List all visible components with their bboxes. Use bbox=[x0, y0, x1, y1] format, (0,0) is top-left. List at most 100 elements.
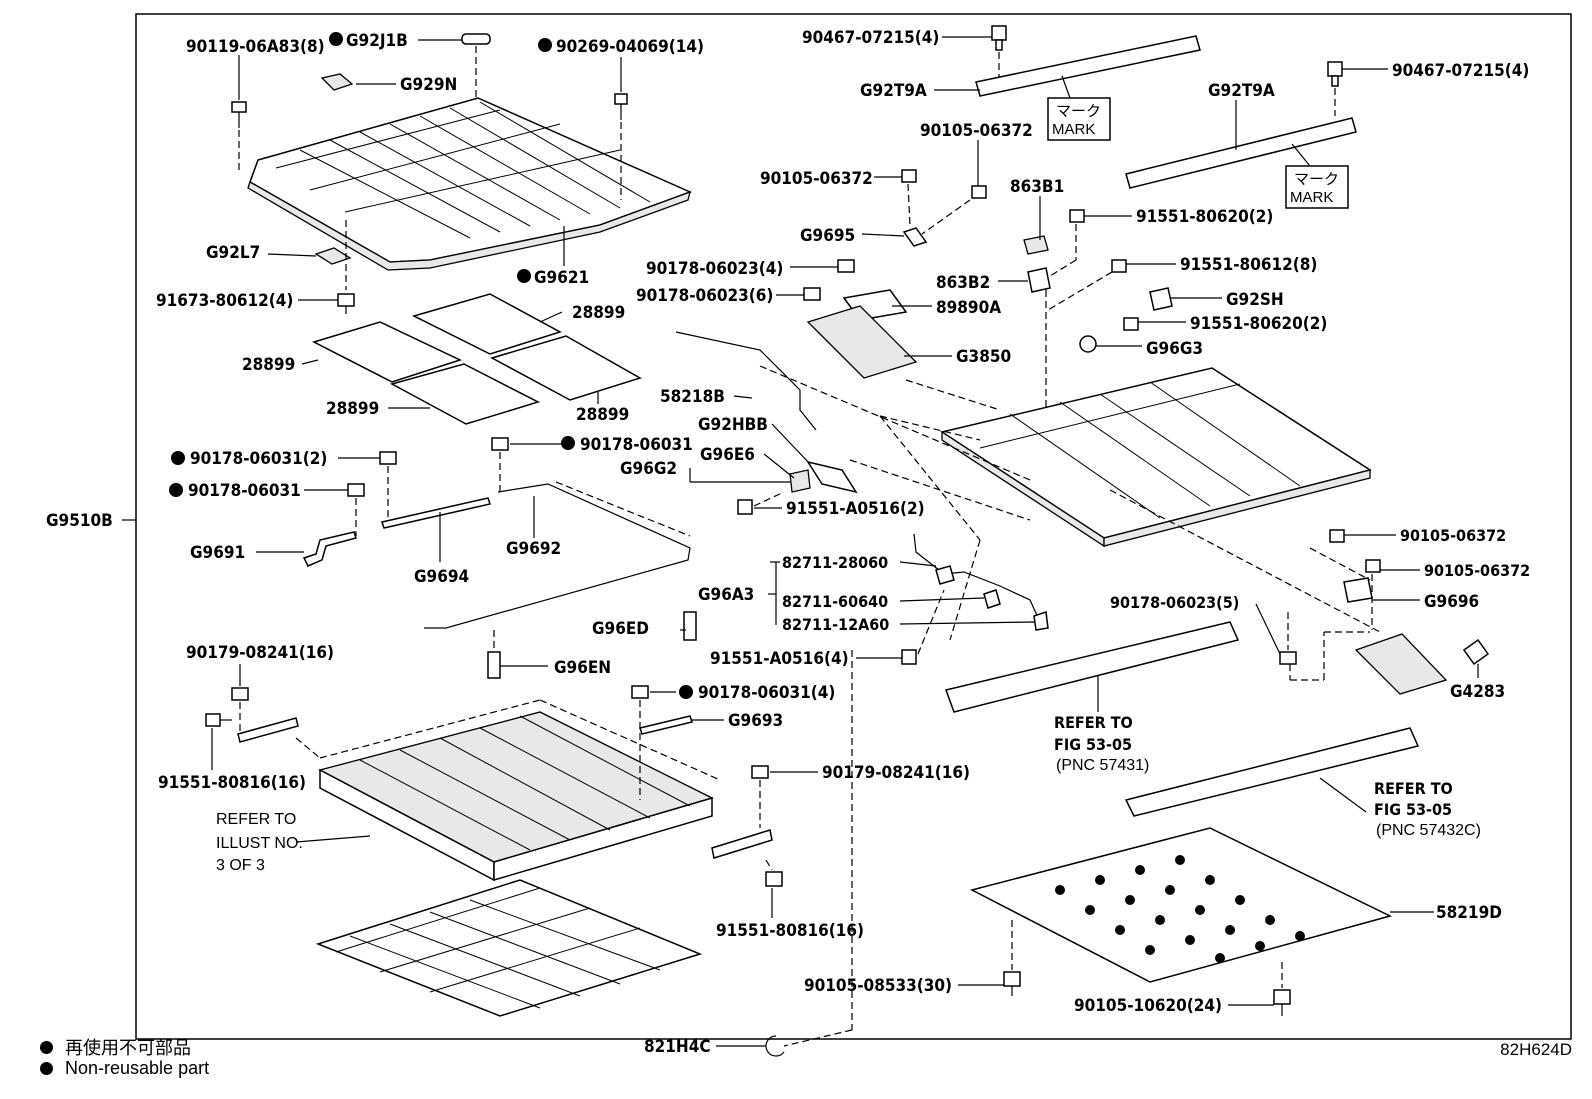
loop-g9692 bbox=[424, 483, 691, 629]
label-g9693: G9693 bbox=[728, 711, 783, 731]
bar-g92t9a-a bbox=[975, 35, 1201, 97]
mark-en-a: MARK bbox=[1052, 121, 1095, 138]
label-g92hbb: G92HBB bbox=[698, 415, 768, 435]
legend-row-en: Non-reusable part bbox=[40, 1058, 209, 1079]
label-g96g3: G96G3 bbox=[1146, 339, 1203, 359]
label-g9694: G9694 bbox=[414, 567, 469, 587]
label-90105-d: 90105-06372 bbox=[1424, 561, 1530, 580]
label-90119: 90119-06A83(8) bbox=[186, 37, 325, 57]
legend-en-text: Non-reusable part bbox=[65, 1058, 210, 1078]
bolt-90269 bbox=[614, 93, 628, 120]
diagram-frame bbox=[135, 13, 1572, 1040]
clip-g96e6 bbox=[789, 469, 811, 493]
label-g92sh: G92SH bbox=[1226, 290, 1284, 310]
label-refer2-a: REFER TO bbox=[1374, 779, 1453, 798]
bracket-g9691 bbox=[302, 531, 357, 567]
label-90105-10620: 90105-10620(24) bbox=[1074, 996, 1222, 1016]
nut-90179-a bbox=[231, 687, 249, 701]
figure-id: 82H624D bbox=[1500, 1040, 1572, 1059]
nut-90178-06023-5 bbox=[1279, 651, 1297, 665]
mark-jp-a: マーク bbox=[1056, 103, 1101, 120]
bolt-91551-80816-b bbox=[765, 871, 783, 887]
upper-cover-g9621 bbox=[247, 97, 692, 271]
clip-g96ed bbox=[683, 611, 697, 641]
legend-jp-text: 再使用不可部品 bbox=[65, 1038, 191, 1058]
clip-863b1 bbox=[1023, 235, 1049, 255]
bolt-91551-a0516-4 bbox=[901, 649, 917, 665]
label-g4283: G4283 bbox=[1450, 682, 1505, 702]
wire-58218b bbox=[675, 331, 817, 431]
rail-57431 bbox=[945, 621, 1240, 713]
harness-g96a3 bbox=[913, 533, 1041, 623]
label-91551-80620-a: 91551-80620(2) bbox=[1136, 207, 1273, 227]
label-refer1-a: REFER TO bbox=[1054, 713, 1133, 732]
label-91551-80816-b: 91551-80816(16) bbox=[716, 921, 864, 941]
bar-g92t9a-b bbox=[1125, 117, 1357, 189]
label-82711-28060: 82711-28060 bbox=[782, 553, 888, 572]
clip-g92hbb bbox=[806, 460, 858, 494]
label-82711-60640: 82711-60640 bbox=[782, 592, 888, 611]
label-g9695: G9695 bbox=[800, 226, 855, 246]
label-90105-08533: 90105-08533(30) bbox=[804, 976, 952, 996]
clip-g92sh bbox=[1149, 287, 1173, 311]
label-90105-c: 90105-06372 bbox=[1400, 526, 1506, 545]
label-g9696: G9696 bbox=[1424, 592, 1479, 612]
label-821h4c: 821H4C bbox=[644, 1037, 711, 1057]
label-g96ed: G96ED bbox=[592, 619, 649, 639]
label-90178-06023-5: 90178-06023(5) bbox=[1110, 593, 1239, 612]
bolt-90467-b bbox=[1327, 61, 1343, 87]
label-90179-a: 90179-08241(16) bbox=[186, 643, 334, 663]
label-refer2-c: (PNC 57432C) bbox=[1376, 822, 1481, 839]
label-g96e6: G96E6 bbox=[700, 445, 755, 465]
bracket-g9695 bbox=[902, 227, 928, 247]
label-g92j1b: G92J1B bbox=[346, 31, 408, 51]
label-g9692: G9692 bbox=[506, 539, 561, 559]
nut-90178-06023-4 bbox=[837, 259, 855, 273]
bolt-90105-a bbox=[971, 185, 987, 199]
clip-821h4c bbox=[765, 1035, 785, 1057]
label-91551-a0516-4: 91551-A0516(4) bbox=[710, 649, 849, 669]
bolt-90105-d bbox=[1365, 559, 1381, 573]
lower-tray bbox=[315, 879, 703, 1017]
label-82711-12a60: 82711-12A60 bbox=[782, 615, 889, 634]
bracket-small bbox=[237, 717, 299, 743]
label-90467-a: 90467-07215(4) bbox=[802, 28, 939, 48]
nut-90178-2 bbox=[379, 451, 397, 465]
label-90178-single-a: 90178-06031 bbox=[580, 435, 693, 455]
nut-90178-06023-6 bbox=[803, 287, 821, 301]
nut-90179-b bbox=[751, 765, 769, 779]
label-863b2: 863B2 bbox=[936, 273, 990, 293]
grommet-g96g3 bbox=[1079, 335, 1097, 353]
bolt-91551-a0516-2 bbox=[737, 499, 753, 515]
pad-g92j1b bbox=[461, 33, 491, 45]
clip-g4283 bbox=[1462, 638, 1490, 666]
label-58219d: 58219D bbox=[1436, 903, 1502, 923]
label-g92t9a-b: G92T9A bbox=[1208, 81, 1275, 101]
bolt-90105-08533 bbox=[1003, 971, 1021, 996]
bracket-right-small bbox=[711, 829, 773, 859]
label-g3850: G3850 bbox=[956, 347, 1011, 367]
rail-57432c bbox=[1124, 727, 1420, 817]
legend-row-jp: 再使用不可部品 bbox=[40, 1034, 191, 1060]
label-g929n: G929N bbox=[400, 75, 457, 95]
mark-en-b: MARK bbox=[1290, 189, 1333, 206]
mark-jp-b: マーク bbox=[1294, 171, 1339, 188]
label-91551-80620-b: 91551-80620(2) bbox=[1190, 314, 1327, 334]
nonreusable-dot bbox=[517, 269, 531, 283]
bracket-g9696 bbox=[1343, 577, 1373, 603]
label-28899-c: 28899 bbox=[326, 399, 379, 419]
bolt-90105-c bbox=[1329, 529, 1345, 543]
label-g92t9a-a: G92T9A bbox=[860, 81, 927, 101]
legend-dot-icon bbox=[40, 1062, 53, 1075]
connector-c bbox=[1033, 610, 1049, 631]
bolt-91551-80620-a bbox=[1069, 209, 1085, 223]
mark-box-b bbox=[1285, 165, 1349, 209]
nonreusable-dot bbox=[679, 685, 693, 699]
bolt-90105-10620 bbox=[1273, 989, 1291, 1016]
connection-dashes bbox=[759, 365, 1381, 1047]
clip-g96en bbox=[487, 651, 501, 679]
nonreusable-dot bbox=[538, 38, 552, 52]
sheets-28899 bbox=[312, 293, 642, 425]
bolt-90105-b bbox=[901, 169, 917, 183]
label-g9510b: G9510B bbox=[46, 511, 113, 531]
